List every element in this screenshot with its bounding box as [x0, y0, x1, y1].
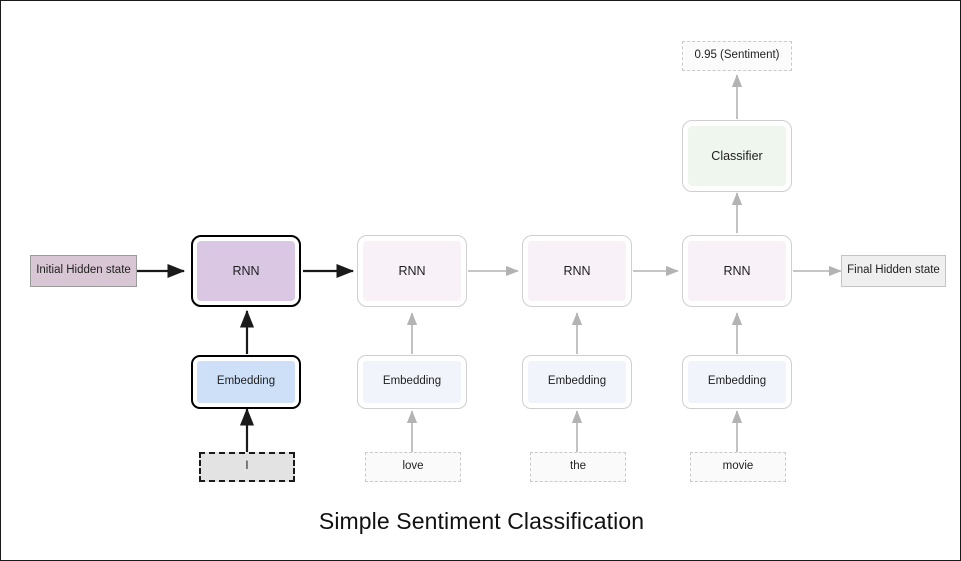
classifier-node[interactable]: Classifier: [682, 120, 792, 192]
embedding-node-0-fill: [198, 362, 294, 402]
rnn-cell-0-fill: [198, 242, 294, 300]
embedding-node-3-label: Embedding: [707, 375, 767, 388]
initial-hidden-state-label: Initial Hidden state: [36, 264, 131, 277]
final-hidden-state-box: Final Hidden state: [841, 255, 946, 287]
rnn-cell-1-label: RNN: [398, 263, 426, 278]
embedding-node-3[interactable]: Embedding: [682, 355, 792, 409]
rnn-cell-2[interactable]: RNN: [522, 235, 632, 307]
input-token-1-label: love: [402, 460, 424, 473]
classifier-label: Classifier: [711, 148, 763, 163]
input-token-2-label: the: [570, 460, 586, 473]
embedding-node-1[interactable]: Embedding: [357, 355, 467, 409]
rnn-cell-0[interactable]: RNN: [191, 235, 301, 307]
final-hidden-state-label: Final Hidden state: [847, 264, 940, 277]
embedding-node-0[interactable]: Embedding: [191, 355, 301, 409]
rnn-cell-0-label: RNN: [232, 263, 260, 278]
sentiment-output-label: 0.95 (Sentiment): [694, 49, 780, 62]
embedding-node-0-label: Embedding: [216, 375, 276, 388]
input-token-3[interactable]: movie: [690, 452, 786, 482]
input-token-2[interactable]: the: [530, 452, 626, 482]
rnn-cell-1[interactable]: RNN: [357, 235, 467, 307]
input-token-3-label: movie: [722, 460, 754, 473]
diagram-title: Simple Sentiment Classification: [318, 508, 645, 534]
input-token-0[interactable]: I: [199, 452, 295, 482]
rnn-cell-3[interactable]: RNN: [682, 235, 792, 307]
sentiment-output-box: 0.95 (Sentiment): [682, 41, 792, 71]
initial-hidden-state-box: Initial Hidden state: [30, 255, 137, 287]
embedding-node-2[interactable]: Embedding: [522, 355, 632, 409]
rnn-cell-2-label: RNN: [563, 263, 591, 278]
input-token-1[interactable]: love: [365, 452, 461, 482]
embedding-node-1-label: Embedding: [382, 375, 442, 388]
input-token-0-label: I: [245, 460, 249, 473]
rnn-cell-3-label: RNN: [723, 263, 751, 278]
embedding-node-2-label: Embedding: [547, 375, 607, 388]
